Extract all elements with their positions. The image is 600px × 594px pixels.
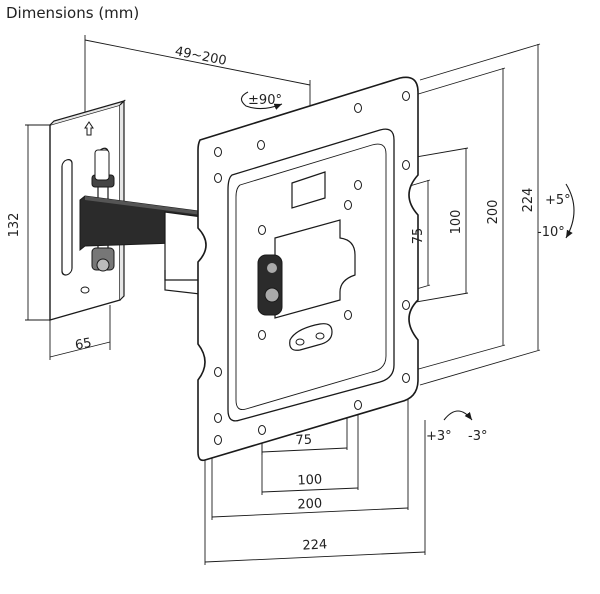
diagram-title: Dimensions (mm)	[6, 4, 140, 22]
level-minus-label: -3°	[468, 429, 487, 444]
tilt-arrow-icon	[565, 183, 575, 239]
horizontal-100-label: 100	[297, 472, 323, 488]
vertical-224-label: 224	[521, 188, 536, 213]
wall-height-label: 132	[7, 213, 22, 238]
level-plus-label: +3°	[426, 429, 452, 444]
tilt-down-label: -10°	[537, 225, 565, 240]
tilt-up-label: +5°	[545, 193, 571, 208]
horizontal-224-label: 224	[302, 537, 328, 553]
arm-length-label: 49~200	[174, 44, 228, 69]
wall-width-label: 65	[74, 336, 93, 354]
vesa-plate	[197, 76, 419, 462]
swivel-arrow-icon	[240, 91, 283, 110]
vertical-200-label: 200	[486, 200, 501, 225]
level-arrow-icon	[443, 410, 473, 421]
horizontal-75-label: 75	[295, 433, 312, 449]
swivel-label: ±90°	[248, 93, 282, 108]
vertical-75-label: 75	[411, 228, 426, 245]
vertical-100-label: 100	[449, 210, 464, 235]
horizontal-200-label: 200	[297, 496, 323, 512]
